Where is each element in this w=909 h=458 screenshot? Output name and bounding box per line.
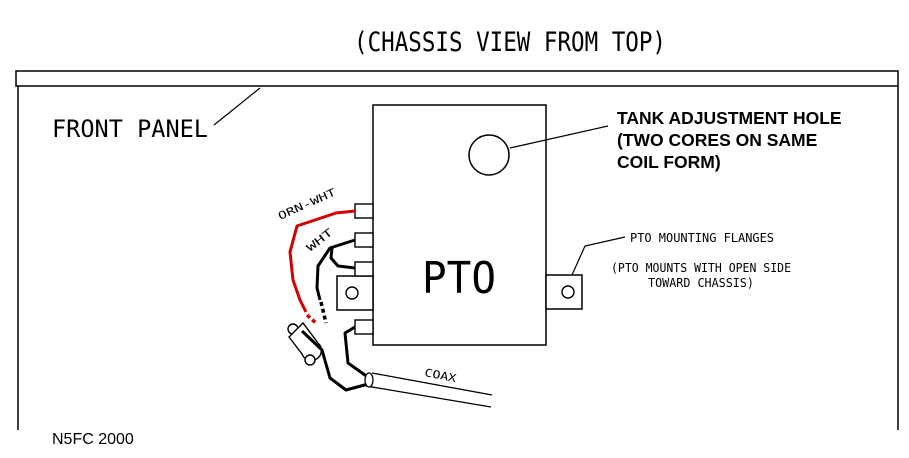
- credit-label: N5FC 2000: [52, 431, 134, 448]
- diagram-title: (CHASSIS VIEW FROM TOP): [354, 27, 666, 58]
- left-flange-hole: [345, 286, 359, 300]
- terminal-1: [354, 203, 374, 219]
- flanges-label: PTO MOUNTING FLANGES: [630, 230, 774, 245]
- coax-label: COAX: [423, 366, 457, 385]
- pto-label: PTO: [422, 253, 496, 304]
- pto-body: [372, 104, 547, 346]
- front-panel-bar: [15, 70, 899, 87]
- coax-shield-lead: [300, 329, 373, 392]
- orn-wht-wire-end: [305, 313, 319, 326]
- coax-cable-end: [364, 372, 374, 388]
- ground-lug: [288, 321, 323, 362]
- wht-wire-1: [315, 238, 356, 301]
- coax-cable-top-edge: [371, 372, 493, 396]
- mount-note-line-2: TOWARD CHASSIS): [648, 275, 754, 290]
- front-panel-leader: [213, 87, 261, 126]
- front-panel-label: FRONT PANEL: [52, 115, 208, 143]
- coax-center-lead: [343, 325, 373, 382]
- tank-hole-label-line-3: COIL FORM): [617, 152, 721, 172]
- ground-lug-ring: [304, 354, 316, 366]
- wht-wire-end: [319, 301, 328, 324]
- terminal-4: [354, 319, 374, 335]
- tank-hole-label-line-1: TANK ADJUSTMENT HOLE: [617, 108, 842, 128]
- terminal-3: [354, 261, 374, 277]
- terminal-2: [354, 232, 374, 248]
- tank-hole-leader: [509, 125, 609, 149]
- flanges-leader: [571, 236, 626, 276]
- wht-wire-jumper: [329, 247, 356, 270]
- tank-hole-label-line-2: (TWO CORES ON SAME: [617, 130, 817, 150]
- tank-adjustment-hole: [468, 134, 510, 176]
- mount-note-line-1: (PTO MOUNTS WITH OPEN SIDE: [611, 260, 791, 275]
- orn-wht-label: ORN-WHT: [276, 186, 338, 223]
- coax-cable-bottom-edge: [365, 385, 492, 408]
- right-flange-hole: [561, 285, 575, 299]
- orn-wht-wire: [288, 209, 356, 313]
